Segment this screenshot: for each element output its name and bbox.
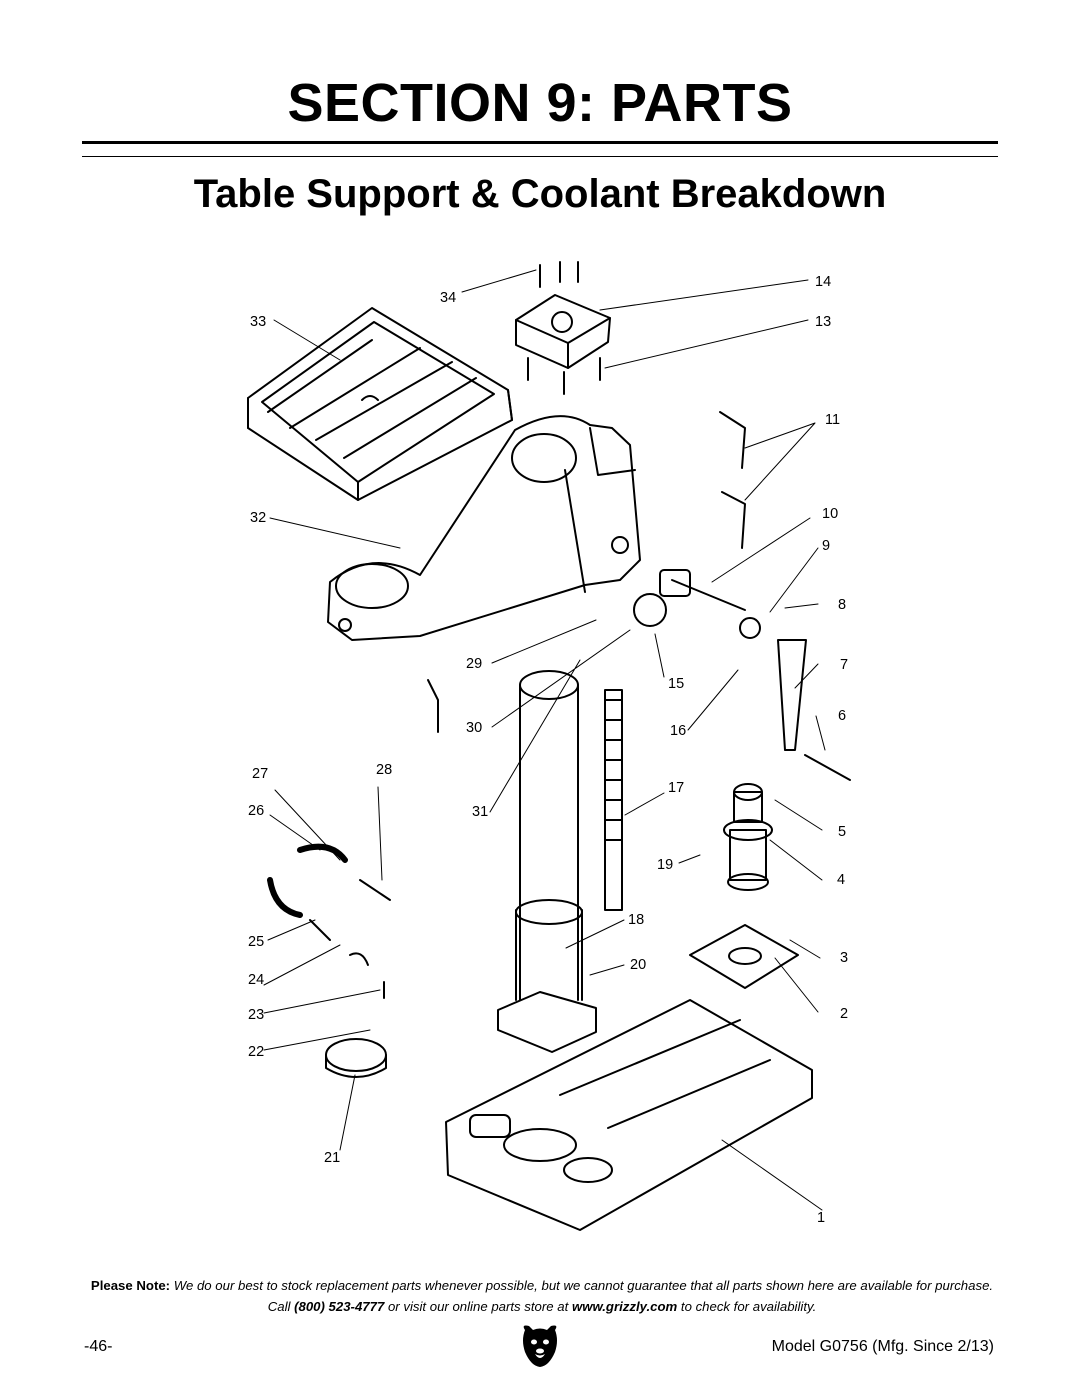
coolant-hose-part (267, 843, 391, 999)
callout-26: 26 (248, 803, 264, 819)
callout-17: 17 (668, 780, 684, 796)
callout-4: 4 (837, 872, 845, 888)
callout-22: 22 (248, 1044, 264, 1060)
note-text-3: to check for availability. (680, 1299, 817, 1314)
callout-33: 33 (250, 314, 266, 330)
note-lead: Please Note: (90, 1278, 171, 1293)
title-rule-thin (82, 156, 998, 157)
callout-32: 32 (250, 510, 266, 526)
pump-plate-part (689, 924, 799, 989)
gear-and-shaft-part (633, 569, 851, 781)
note-text-2: or visit our online parts store at (387, 1299, 569, 1314)
rack-part (604, 689, 623, 911)
callout-labels: 1 2 3 4 5 6 7 8 9 10 11 13 14 15 16 17 1… (248, 274, 848, 1226)
callout-15: 15 (668, 676, 684, 692)
callout-23: 23 (248, 1007, 264, 1023)
callout-25: 25 (248, 934, 264, 950)
callout-5: 5 (838, 824, 846, 840)
table-bracket-part (327, 415, 641, 641)
callout-18: 18 (628, 912, 644, 928)
callout-11: 11 (825, 412, 840, 428)
callout-19: 19 (657, 857, 673, 873)
callout-31: 31 (472, 804, 488, 820)
page-number: -46- (84, 1338, 113, 1355)
parts-availability-note: Please Note: We do our best to stock rep… (82, 1275, 1002, 1317)
base-part (445, 999, 813, 1231)
callout-34: 34 (440, 290, 456, 306)
callout-14: 14 (815, 274, 831, 290)
callout-29: 29 (466, 656, 482, 672)
callout-7: 7 (840, 657, 848, 673)
top-plate-part (515, 261, 611, 395)
column-part (497, 670, 597, 1053)
callout-leaders (263, 269, 826, 1211)
work-table-part (247, 307, 513, 501)
note-phone: (800) 523-4777 (294, 1299, 385, 1314)
note-text-1: We do our best to stock replacement part… (173, 1278, 994, 1314)
callout-30: 30 (466, 720, 482, 736)
section-title: SECTION 9: PARTS (287, 73, 793, 133)
callout-8: 8 (838, 597, 846, 613)
note-website-link[interactable]: www.grizzly.com (571, 1299, 678, 1314)
breakdown-title: Table Support & Coolant Breakdown (193, 172, 887, 216)
callout-27: 27 (252, 766, 268, 782)
callout-9: 9 (822, 538, 830, 554)
coolant-lid-part (325, 1038, 387, 1078)
callout-3: 3 (840, 950, 848, 966)
callout-20: 20 (630, 957, 646, 973)
coolant-pump-part (723, 783, 773, 891)
callout-6: 6 (838, 708, 846, 724)
callout-10: 10 (822, 506, 838, 522)
title-rule-thick (82, 141, 998, 144)
model-label: Model G0756 (Mfg. Since 2/13) (771, 1338, 994, 1355)
callout-13: 13 (815, 314, 831, 330)
callout-21: 21 (324, 1150, 340, 1166)
callout-1: 1 (817, 1210, 825, 1226)
callout-2: 2 (840, 1006, 848, 1022)
callout-16: 16 (670, 723, 686, 739)
lock-handle-part (427, 411, 746, 733)
callout-24: 24 (248, 972, 264, 988)
bear-head-logo-icon (523, 1325, 557, 1367)
callout-28: 28 (376, 762, 392, 778)
